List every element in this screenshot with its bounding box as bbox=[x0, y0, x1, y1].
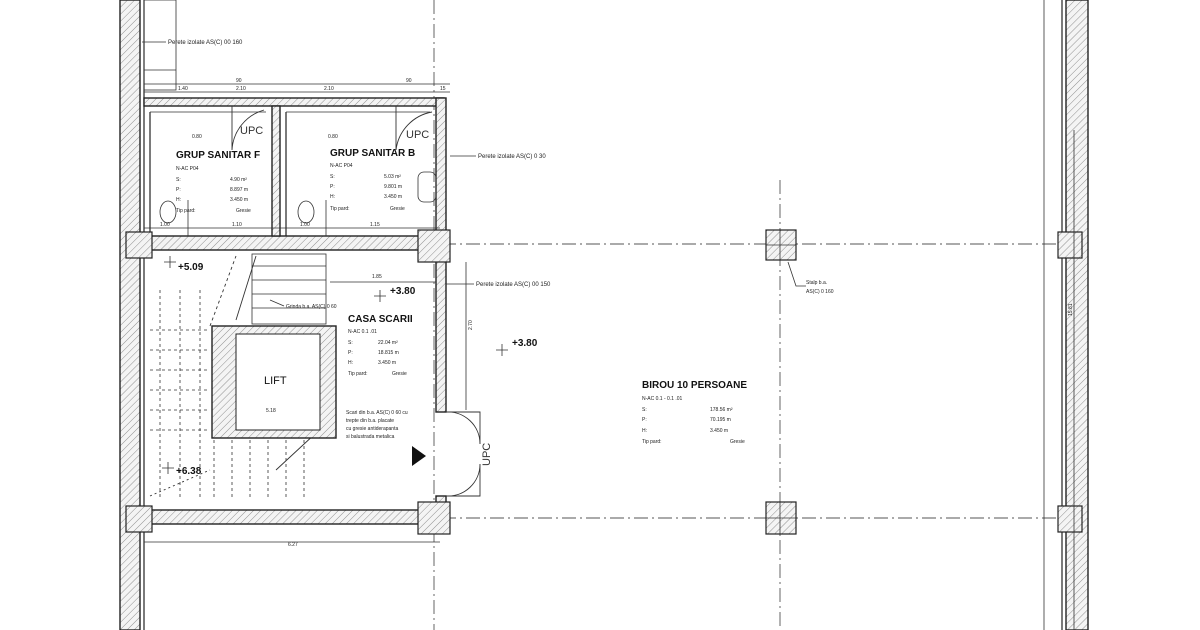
dim-low-4: 1.15 bbox=[370, 222, 380, 228]
room-p-value: 18.815 m bbox=[378, 350, 399, 356]
stair-wall-note: Perete izolate AS(C) 00 150 bbox=[476, 282, 551, 288]
exterior-walls bbox=[119, 0, 1089, 630]
level-texts: +5.09 +3.80 +3.80 +6.38 bbox=[176, 262, 538, 477]
right-wall-note: Perete izolate AS(C) 0 30 bbox=[478, 154, 546, 160]
room-p-label: P: bbox=[348, 350, 353, 356]
dim-top-sub-1: 90 bbox=[236, 78, 242, 84]
room-h-value: 3.450 m bbox=[378, 360, 396, 366]
room-floor-label: Tip pard: bbox=[642, 439, 662, 445]
columns bbox=[125, 229, 1083, 535]
dim-door-1: 0.80 bbox=[192, 134, 202, 140]
room-s-value: 178.56 m² bbox=[710, 407, 733, 413]
room-s-label: S: bbox=[330, 174, 335, 180]
upc-label-3: UPC bbox=[481, 443, 493, 466]
dim-low-2: 1.10 bbox=[232, 222, 242, 228]
room-h-label: H: bbox=[176, 197, 181, 203]
room-s-value: 4.90 m² bbox=[230, 177, 247, 183]
dim-top-sub-2: 90 bbox=[406, 78, 412, 84]
stair-beam-note: Grinda b.a. AS(C) 0 60 bbox=[286, 304, 337, 310]
dim-top-1: 1.40 bbox=[178, 86, 188, 92]
room-floor-value: Gresie bbox=[390, 206, 405, 212]
axis-lines bbox=[130, 0, 1090, 630]
room-h-value: 3.450 m bbox=[710, 428, 728, 434]
stair-note-1: Scari din b.a. AS(C) 0 60 cu bbox=[346, 410, 408, 416]
stair-note-3: cu gresie antiderapanta bbox=[346, 426, 398, 432]
dim-stair-width: 1.85 bbox=[372, 274, 382, 280]
dim-low-3: 1.00 bbox=[300, 222, 310, 228]
room-h-label: H: bbox=[348, 360, 353, 366]
room-tag-stair: CASA SCARII N-AC 0.1 .01 S: 22.04 m² P: … bbox=[348, 314, 413, 377]
dim-top-4: 15 bbox=[440, 86, 446, 92]
room-s-label: S: bbox=[642, 407, 647, 413]
stair-note-2: trepte din b.a. placate bbox=[346, 418, 394, 424]
column-note-2: AS(C) 0 160 bbox=[806, 289, 834, 295]
room-h-value: 3.450 m bbox=[384, 194, 402, 200]
room-name: BIROU 10 PERSOANE bbox=[642, 380, 747, 391]
room-p-label: P: bbox=[642, 417, 647, 423]
room-floor-value: Gresie bbox=[730, 439, 745, 445]
room-tag-office: BIROU 10 PERSOANE N-AC 0.1 - 0.1 .01 S: … bbox=[642, 380, 747, 445]
room-tag-gs-a: GRUP SANITAR F N-AC P04 S: 4.90 m² P: 8.… bbox=[176, 150, 260, 214]
room-name: GRUP SANITAR F bbox=[176, 150, 260, 161]
dimension-texts: 1.40 90 2.10 2.10 90 15 1.00 1.10 1.00 1… bbox=[160, 78, 1074, 548]
dim-bottom: 6.27 bbox=[288, 542, 298, 548]
dim-stair-height: 2.70 bbox=[468, 320, 474, 330]
stair-note-4: si balustrada metalica bbox=[346, 434, 395, 440]
upc-label-2: UPC bbox=[406, 129, 429, 141]
top-wall-note: Perete izolate AS(C) 00 160 bbox=[168, 40, 243, 46]
room-p-value: 8.897 m bbox=[230, 187, 248, 193]
room-p-value: 9.801 m bbox=[384, 184, 402, 190]
staircase-block bbox=[143, 249, 481, 525]
room-code: N-AC P04 bbox=[330, 163, 353, 169]
level-1: +5.09 bbox=[178, 262, 204, 273]
level-3: +3.80 bbox=[512, 338, 538, 349]
room-floor-value: Gresie bbox=[392, 371, 407, 377]
room-h-value: 3.450 m bbox=[230, 197, 248, 203]
level-4: +6.38 bbox=[176, 466, 202, 477]
dim-lift-width: 5.18 bbox=[266, 408, 276, 414]
room-name: CASA SCARII bbox=[348, 314, 413, 325]
dim-right-height: 15.81 bbox=[1068, 303, 1074, 316]
upc-label-1: UPC bbox=[240, 125, 263, 137]
room-code: N-AC 0.1 - 0.1 .01 bbox=[642, 396, 683, 402]
level-markers bbox=[162, 256, 508, 474]
room-h-label: H: bbox=[330, 194, 335, 200]
room-tag-gs-b: GRUP SANITAR B N-AC P04 S: 5.03 m² P: 9.… bbox=[330, 148, 415, 212]
room-h-label: H: bbox=[642, 428, 647, 434]
room-p-label: P: bbox=[176, 187, 181, 193]
dim-top-2: 2.10 bbox=[236, 86, 246, 92]
top-left-block bbox=[143, 0, 177, 91]
room-floor-label: Tip pard: bbox=[330, 206, 350, 212]
room-s-label: S: bbox=[348, 340, 353, 346]
room-floor-value: Gresie bbox=[236, 208, 251, 214]
leader-lines bbox=[142, 41, 806, 307]
level-2: +3.80 bbox=[390, 286, 416, 297]
dim-top-3: 2.10 bbox=[324, 86, 334, 92]
lift-label: LIFT bbox=[264, 375, 287, 387]
room-name: GRUP SANITAR B bbox=[330, 148, 415, 159]
room-p-label: P: bbox=[330, 184, 335, 190]
dim-door-2: 0.80 bbox=[328, 134, 338, 140]
room-p-value: 70.195 m bbox=[710, 417, 731, 423]
room-code: N-AC P04 bbox=[176, 166, 199, 172]
room-code: N-AC 0.1 .01 bbox=[348, 329, 377, 335]
room-floor-label: Tip pard: bbox=[348, 371, 368, 377]
room-floor-label: Tip pard: bbox=[176, 208, 196, 214]
dim-low-1: 1.00 bbox=[160, 222, 170, 228]
room-s-value: 22.04 m² bbox=[378, 340, 398, 346]
column-note-1: Stalp b.a. bbox=[806, 280, 827, 286]
room-s-value: 5.03 m² bbox=[384, 174, 401, 180]
dimension-lines bbox=[144, 83, 1075, 630]
arrow-marker-icon bbox=[412, 446, 426, 466]
room-s-label: S: bbox=[176, 177, 181, 183]
wall-notes: Perete izolate AS(C) 00 160 Perete izola… bbox=[168, 40, 834, 466]
